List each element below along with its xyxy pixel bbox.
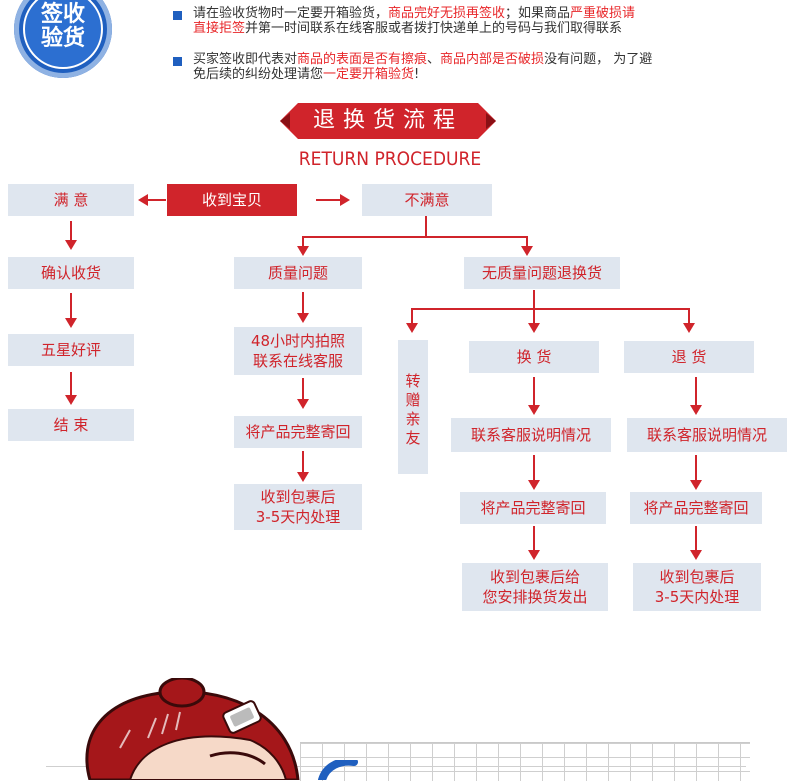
note-2-line-1: 买家签收即代表对商品的表面是否有擦痕、商品内部是否破损没有问题， 为了避: [193, 53, 652, 67]
arrow-exchange-3: [533, 526, 535, 552]
received-box: 收到宝贝: [167, 184, 297, 216]
arrow-right-icon: [340, 194, 350, 206]
note-1-segment: 直接拒签: [193, 21, 246, 36]
branch2-horizontal: [411, 308, 690, 310]
arrow-down-icon: [528, 550, 540, 560]
note-2-segment: !: [414, 67, 420, 82]
arrow-down-icon: [690, 480, 702, 490]
branch2-stem: [533, 290, 535, 310]
note-1-segment: ；如果商品: [505, 6, 571, 21]
arrow-down-icon: [297, 399, 309, 409]
arrow-left-col-2: [70, 293, 72, 321]
note-1-line-1: 请在验收货物时一定要开箱验货，商品完好无损再签收；如果商品严重破损请: [193, 7, 635, 21]
return-process-box: 收到包裹后 3-5天内处理: [633, 563, 761, 611]
note-2-segment: 免后续的纠纷处理请您: [193, 67, 324, 82]
grid-pattern: [300, 742, 750, 781]
page-title: 退换货流程: [312, 108, 463, 133]
exchange-ship-box: 收到包裹后给 您安排换货发出: [462, 563, 608, 611]
arrow-quality-1: [302, 292, 304, 316]
contact-service-box-1: 联系客服说明情况: [451, 418, 611, 452]
arrow-left-icon: [138, 194, 148, 206]
arrow-return-2: [695, 455, 697, 482]
end-box: 结 束: [8, 409, 134, 441]
arrow-down-icon: [528, 480, 540, 490]
arrow-left-col-3: [70, 372, 72, 397]
badge-inner: 签收 验货: [23, 0, 103, 69]
confirm-receipt-box: 确认收货: [8, 257, 134, 289]
note-2-segment: 一定要开箱验货: [323, 67, 415, 82]
note-1-line-2: 直接拒签并第一时间联系在线客服或者拨打快递单上的号码与我们取得联系: [193, 22, 622, 36]
refund-process-box: 收到包裹后 3-5天内处理: [234, 484, 362, 530]
note-2-segment: 商品的表面是否有擦痕: [297, 52, 428, 67]
return-box: 退 货: [624, 341, 754, 373]
arrow-quality-3: [302, 451, 304, 475]
arrow-down-icon: [65, 318, 77, 328]
note-bullet-2: [173, 57, 182, 66]
exchange-box: 换 货: [469, 341, 599, 373]
note-2-segment: 没有问题， 为了避: [544, 52, 653, 67]
arrow-left-col-1: [70, 221, 72, 243]
quality-issue-box: 质量问题: [234, 257, 362, 289]
note-2-line-2: 免后续的纠纷处理请您一定要开箱验货!: [193, 68, 419, 82]
arrow-down-icon: [297, 472, 309, 482]
arrow-line-left: [144, 199, 166, 201]
branch-left-drop: [302, 236, 304, 250]
arrow-line-right: [316, 199, 342, 201]
note-1-segment: 严重破损请: [570, 6, 636, 21]
arrow-down-icon: [683, 323, 695, 333]
send-back-box-2: 将产品完整寄回: [460, 492, 606, 524]
arrow-down-icon: [297, 313, 309, 323]
speech-bubble-icon: [318, 760, 358, 780]
arrow-down-icon: [690, 405, 702, 415]
arrow-exchange-2: [533, 455, 535, 482]
note-2-segment: 买家签收即代表对: [193, 52, 298, 67]
note-2-segment: 、: [427, 52, 441, 67]
arrow-down-icon: [406, 323, 418, 333]
title-banner-text-wrap: 退换货流程: [280, 103, 496, 139]
title-banner: [280, 103, 496, 139]
arrow-down-icon: [521, 246, 533, 256]
note-1-segment: 请在验收货物时一定要开箱验货，: [193, 6, 389, 21]
branch2-drop-2: [533, 308, 535, 326]
arrow-down-icon: [690, 550, 702, 560]
note-1-segment: 并第一时间联系在线客服或者拨打快递单上的号码与我们取得联系: [245, 21, 623, 36]
satisfied-box: 满 意: [8, 184, 134, 216]
five-star-box: 五星好评: [8, 334, 134, 366]
no-quality-issue-box: 无质量问题退换货: [464, 257, 620, 289]
badge-line1: 签收: [40, 2, 85, 27]
cartoon-girl-illustration: [85, 678, 300, 780]
note-2-segment: 商品内部是否破损: [440, 52, 545, 67]
page-subtitle: RETURN PROCEDURE: [298, 148, 482, 170]
arrow-down-icon: [297, 246, 309, 256]
send-back-box-3: 将产品完整寄回: [630, 492, 762, 524]
arrow-exchange-1: [533, 377, 535, 407]
branch-horizontal: [302, 236, 528, 238]
branch-stem: [425, 215, 427, 237]
photo-contact-box: 48小时内拍照 联系在线客服: [234, 327, 362, 375]
branch-right-drop: [526, 236, 528, 250]
send-back-box: 将产品完整寄回: [234, 416, 362, 448]
arrow-quality-2: [302, 378, 304, 402]
unsatisfied-box: 不满意: [362, 184, 492, 216]
branch2-drop-1: [411, 308, 413, 326]
branch2-drop-3: [688, 308, 690, 326]
arrow-down-icon: [65, 240, 77, 250]
arrow-down-icon: [528, 323, 540, 333]
contact-service-box-2: 联系客服说明情况: [627, 418, 787, 452]
note-bullet-1: [173, 11, 182, 20]
arrow-down-icon: [528, 405, 540, 415]
arrow-return-3: [695, 526, 697, 552]
gift-to-friend-box: 转 赠 亲 友: [398, 340, 428, 474]
arrow-return-1: [695, 377, 697, 407]
note-1-segment: 商品完好无损再签收: [388, 6, 506, 21]
badge-line2: 验货: [40, 26, 85, 51]
sign-inspect-badge: 签收 验货: [14, 0, 112, 78]
arrow-down-icon: [65, 395, 77, 405]
